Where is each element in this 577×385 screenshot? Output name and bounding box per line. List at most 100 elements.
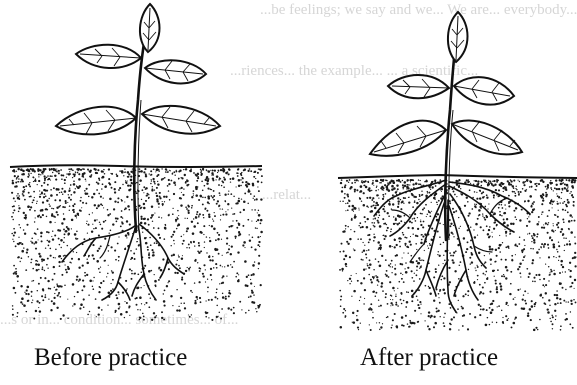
soil-dot [242, 244, 244, 246]
soil-dot [129, 315, 130, 316]
soil-dot [165, 171, 167, 173]
soil-dot [545, 222, 546, 223]
soil-dot [531, 205, 533, 207]
soil-dot [343, 258, 345, 260]
soil-dot [48, 287, 50, 289]
soil-dot [492, 181, 493, 182]
soil-dot [389, 201, 391, 203]
soil-dot [478, 252, 480, 254]
soil-dot [533, 234, 535, 236]
soil-dot [427, 325, 429, 327]
soil-dot [428, 328, 430, 330]
soil-dot [79, 209, 81, 211]
soil-dot [36, 300, 38, 302]
soil-dot [258, 214, 261, 217]
soil-dot [48, 245, 50, 247]
soil-dot [532, 259, 534, 261]
soil-dot [154, 242, 156, 244]
soil-dot [572, 327, 574, 329]
soil-dot [193, 218, 194, 219]
soil-dot [48, 240, 50, 242]
soil-dot [251, 301, 253, 303]
soil-dot [189, 316, 191, 318]
soil-dot [453, 191, 455, 193]
soil-dot [203, 217, 204, 218]
soil-dot [403, 300, 405, 302]
soil-dot [147, 249, 149, 251]
soil-dot [388, 189, 391, 192]
soil-dot [232, 225, 233, 226]
soil-dot [209, 240, 211, 242]
soil-dot [48, 298, 49, 299]
soil-dot [409, 320, 411, 322]
soil-dot [189, 247, 190, 248]
soil-dot [409, 214, 410, 215]
soil-dot [378, 198, 379, 199]
soil-dot [67, 245, 68, 246]
soil-dot [124, 301, 125, 302]
soil-dot [12, 212, 14, 214]
soil-dot [223, 170, 225, 172]
soil-dot [346, 266, 347, 267]
soil-dot [366, 250, 367, 251]
soil-dot [255, 308, 256, 309]
soil-dot [12, 308, 14, 310]
soil-dot [567, 186, 568, 187]
soil-dot [61, 274, 63, 276]
soil-dot [418, 257, 420, 259]
soil-dot [556, 188, 558, 190]
soil-dot [145, 200, 147, 202]
soil-dot [554, 310, 556, 312]
soil-dot [151, 180, 152, 181]
soil-dot [548, 280, 549, 281]
soil-dot [204, 179, 206, 181]
soil-dot [50, 189, 52, 191]
soil-dot [492, 184, 494, 186]
soil-dot [213, 195, 215, 197]
soil-dot [480, 181, 482, 183]
soil-dot [114, 188, 116, 190]
soil-dot [559, 298, 561, 300]
soil-dot [482, 286, 484, 288]
soil-dot [383, 223, 385, 225]
soil-dot [527, 312, 529, 314]
soil-dot [525, 302, 527, 304]
soil-dot [411, 300, 413, 302]
soil-dot [560, 231, 562, 233]
soil-dot [404, 185, 406, 187]
soil-dot [257, 244, 259, 246]
soil-dot [82, 265, 84, 267]
soil-dot [176, 309, 178, 311]
soil-dot [38, 269, 40, 271]
soil-dot [214, 212, 215, 213]
soil-dot [229, 178, 231, 180]
soil-dot [257, 186, 258, 187]
soil-dot [53, 297, 55, 299]
soil-dot [180, 198, 182, 200]
soil-dot [574, 252, 576, 254]
soil-dot [467, 295, 469, 297]
soil-dot [70, 168, 72, 170]
soil-dot [184, 174, 186, 176]
soil-dot [556, 184, 558, 186]
soil-dot [220, 318, 222, 320]
soil-dot [186, 247, 187, 248]
soil-dot [497, 269, 499, 271]
soil-dot [475, 223, 478, 226]
soil-dot [30, 206, 32, 208]
soil-dot [203, 275, 205, 277]
soil-dot [431, 228, 433, 230]
soil-dot [33, 280, 35, 282]
soil-dot [14, 292, 16, 294]
soil-dot [567, 188, 568, 189]
soil-dot [364, 216, 366, 218]
soil-dot [137, 238, 138, 239]
soil-dot [258, 190, 260, 192]
soil-dot [178, 256, 180, 258]
soil-dot [204, 197, 206, 199]
soil-dot [412, 322, 414, 324]
soil-dot [88, 294, 90, 296]
soil-dot [23, 186, 25, 188]
soil-dot [25, 218, 26, 219]
